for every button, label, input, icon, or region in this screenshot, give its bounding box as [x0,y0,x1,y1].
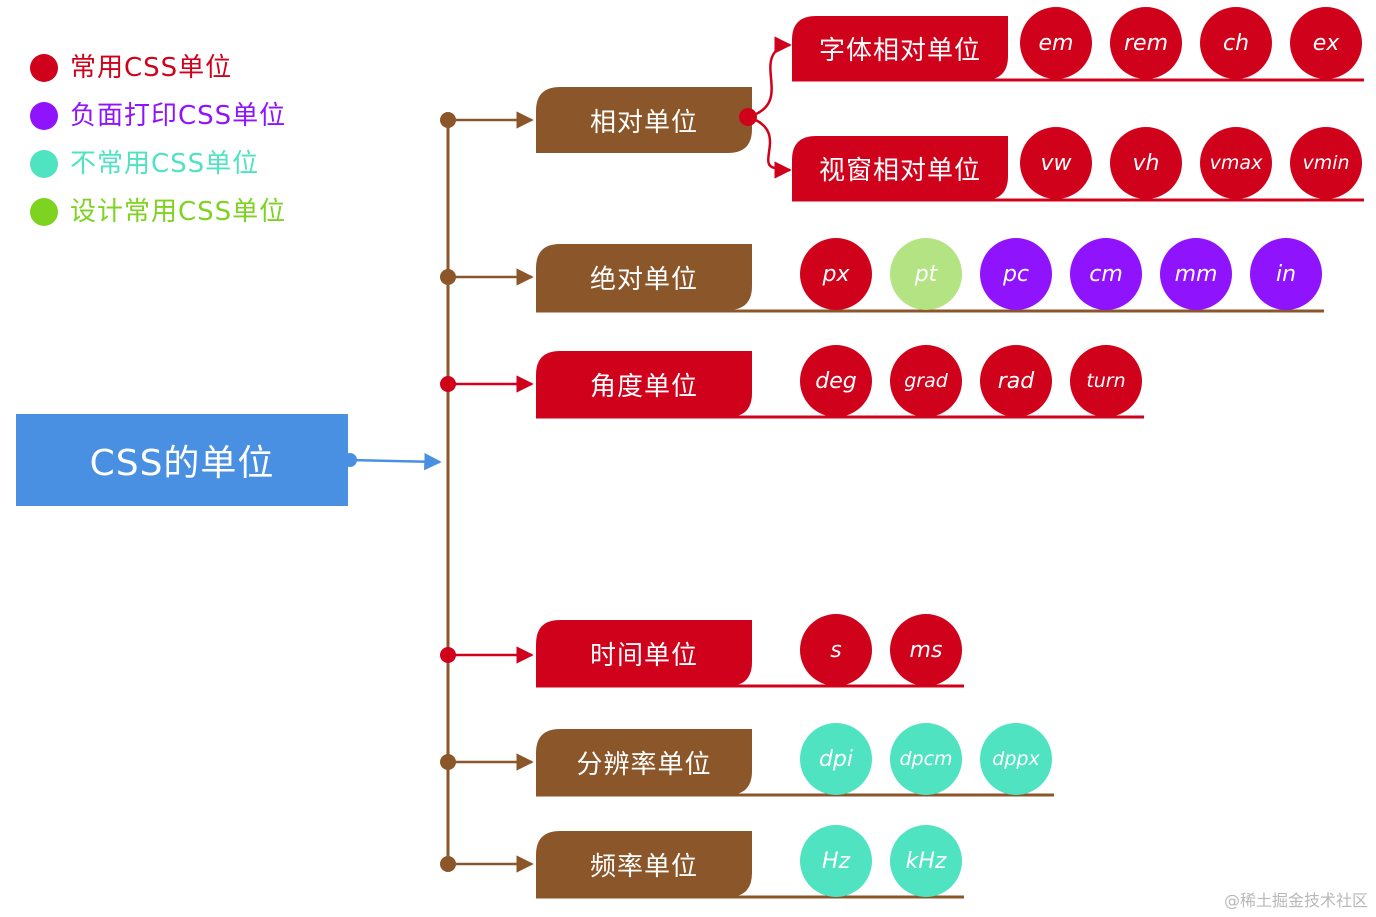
category-relative-sub-0-unit-2-circle [1200,7,1272,79]
category-relative-sub-1-unit-0-label: vw [1040,150,1072,176]
root-arrow [349,452,442,471]
category-relative-sub-1-label: 视窗相对单位 [818,155,981,186]
category-frequency-label: 频率单位 [589,851,698,882]
category-absolute-unit-0-label: px [822,261,850,287]
legend: 常用CSS单位 负面打印CSS单位 不常用CSS单位 设计常用CSS单位 [30,44,350,236]
legend-label-common: 常用CSS单位 [70,53,233,83]
category-time-box [536,620,752,686]
category-relative-sub-0-connector [747,36,792,119]
category-relative-box [536,87,752,153]
category-absolute-unit-3-circle [1070,238,1142,310]
category-relative-sub-0-unit-0-circle [1020,7,1092,79]
category-relative-sub-1-unit-1-label: vh [1132,150,1160,176]
category-angle-unit-2-circle [980,345,1052,417]
category-resolution-unit-2-circle [980,723,1052,795]
category-absolute-unit-5-circle [1250,238,1322,310]
category-relative-sub-1-unit-3-circle [1290,127,1362,199]
category-resolution-box [536,729,752,795]
legend-dot-uncommon [30,150,58,178]
category-relative-sub-0-label: 字体相对单位 [818,35,981,66]
category-relative-sub-1-unit-0-circle [1020,127,1092,199]
watermark: @稀土掘金技术社区 [1223,891,1368,910]
category-frequency-unit-0-label: Hz [821,848,851,874]
category-relative-sub-1-connector [747,115,792,179]
legend-label-design: 设计常用CSS单位 [70,197,287,227]
category-resolution-unit-0-circle [800,723,872,795]
category-angle-label: 角度单位 [589,371,698,402]
legend-item-uncommon: 不常用CSS单位 [30,140,350,188]
category-absolute-unit-2-label: pc [1002,261,1030,287]
category-absolute-unit-4-label: mm [1174,261,1218,287]
category-time-unit-0-label: s [830,637,842,663]
category-relative-sub-1-unit-2-circle [1200,127,1272,199]
category-resolution-unit-1-label: dpcm [899,748,953,770]
category-relative-sub-0-unit-3-circle [1290,7,1362,79]
category-absolute-unit-3-label: cm [1089,261,1123,287]
category-relative-label: 相对单位 [589,107,698,138]
legend-dot-design [30,198,58,226]
category-relative-sub-0-unit-2-label: ch [1222,30,1250,56]
category-absolute-unit-4-circle [1160,238,1232,310]
category-time-unit-1-label: ms [909,637,943,663]
legend-item-design: 设计常用CSS单位 [30,188,350,236]
category-time-label: 时间单位 [589,640,698,671]
category-relative-sub-1-unit-3-label: vmin [1302,152,1350,174]
category-angle-box [536,351,752,417]
category-angle-unit-2-label: rad [997,368,1035,394]
legend-dot-common [30,54,58,82]
legend-dot-print [30,102,58,130]
legend-item-print: 负面打印CSS单位 [30,92,350,140]
category-angle-unit-3-label: turn [1086,370,1126,392]
category-frequency-unit-1-circle [890,825,962,897]
category-frequency-box [536,831,752,897]
legend-item-common: 常用CSS单位 [30,44,350,92]
category-relative-sub-0-unit-1-label: rem [1123,30,1168,56]
category-absolute-unit-5-label: in [1275,261,1297,287]
category-angle-unit-0-circle [800,345,872,417]
category-absolute-box [536,244,752,310]
category-frequency-unit-0-circle [800,825,872,897]
legend-label-print: 负面打印CSS单位 [70,101,287,131]
category-relative-sub-0-unit-1-circle [1110,7,1182,79]
category-resolution-unit-1-circle [890,723,962,795]
category-time-unit-0-circle [800,614,872,686]
category-absolute-label: 绝对单位 [589,264,698,295]
category-angle-unit-1-label: grad [904,370,948,392]
category-relative-sub-0-unit-3-label: ex [1312,30,1340,56]
category-angle-unit-3-circle [1070,345,1142,417]
root-label: CSS的单位 [89,443,275,484]
category-relative-sub-1-unit-1-circle [1110,127,1182,199]
category-relative-sub-1-unit-2-label: vmax [1209,152,1263,174]
category-relative-sub-0-unit-0-label: em [1038,30,1074,56]
category-relative-sub-0-box [792,16,1008,80]
category-absolute-unit-1-circle [890,238,962,310]
category-resolution-unit-2-label: dppx [992,748,1040,770]
root-node: CSS的单位 [16,414,348,506]
category-angle-unit-1-circle [890,345,962,417]
category-frequency-unit-1-label: kHz [905,848,947,874]
category-resolution-unit-0-label: dpi [818,746,854,772]
category-angle-unit-0-label: deg [815,368,857,394]
category-absolute-unit-0-circle [800,238,872,310]
category-resolution-label: 分辨率单位 [576,749,712,780]
legend-label-uncommon: 不常用CSS单位 [70,149,260,179]
category-absolute-unit-2-circle [980,238,1052,310]
category-time-unit-1-circle [890,614,962,686]
category-relative-sub-1-box [792,136,1008,200]
category-absolute-unit-1-label: pt [914,261,938,287]
